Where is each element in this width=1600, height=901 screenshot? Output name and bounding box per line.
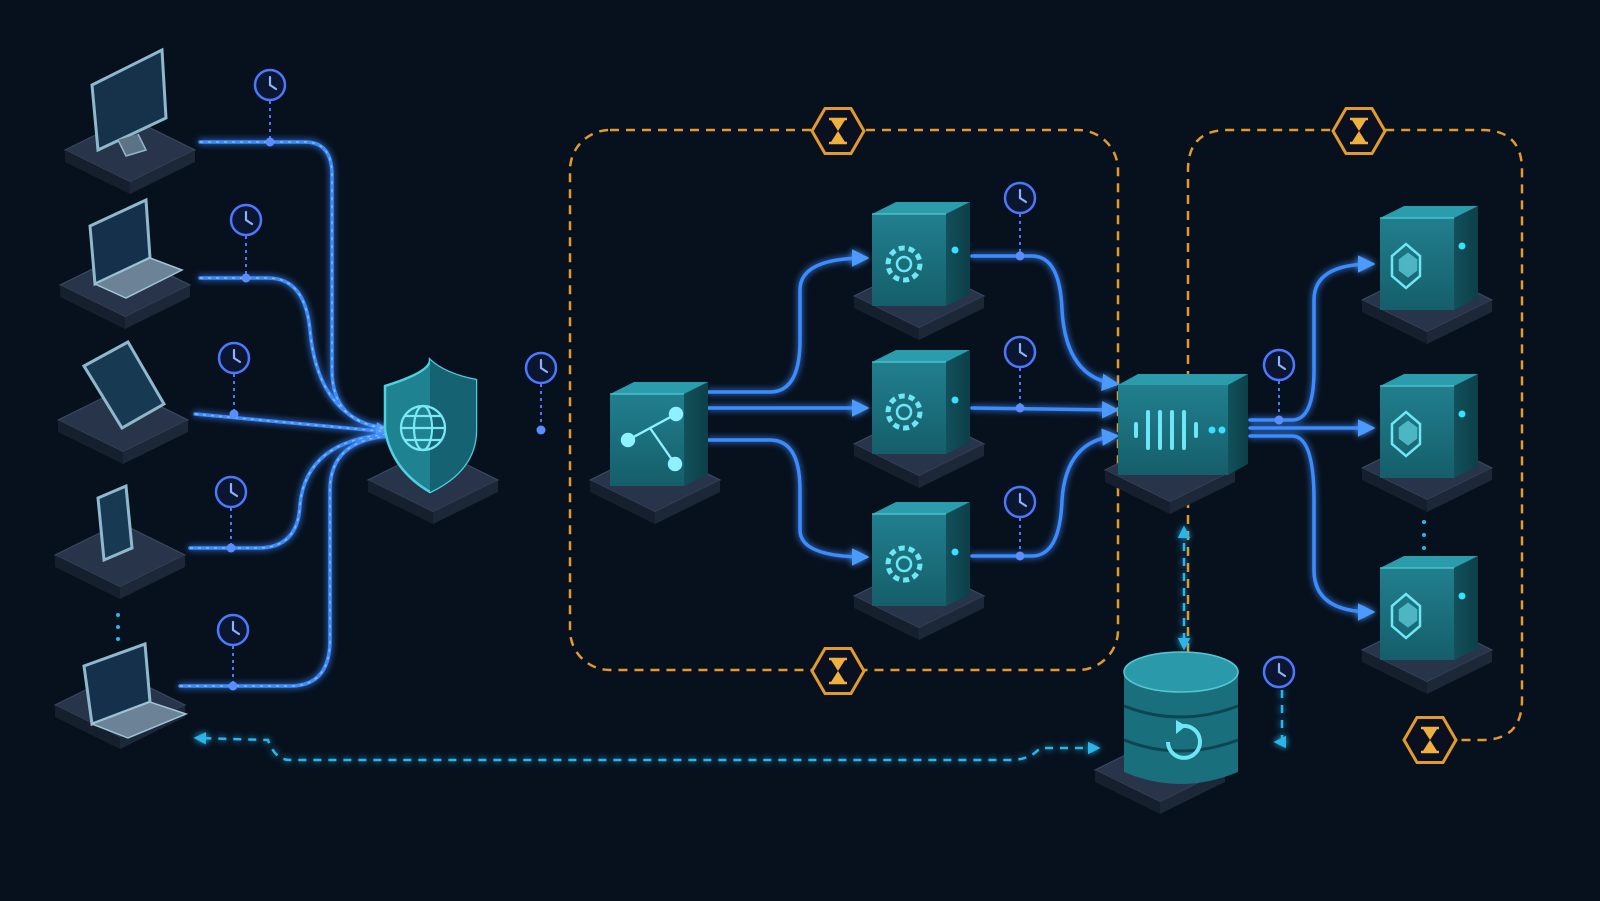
message-queue-icon — [1134, 410, 1198, 450]
load-balancer[interactable] — [589, 381, 721, 525]
gear-icon — [885, 245, 923, 283]
shield-globe-icon — [399, 404, 447, 452]
clock-icon — [1003, 335, 1037, 413]
timeout-zone-workers — [1186, 128, 1524, 742]
more-workers-indicator — [1422, 520, 1426, 550]
database-sync-icon — [1166, 720, 1202, 760]
clock-icon — [1003, 181, 1037, 261]
worker-2[interactable] — [1361, 373, 1493, 513]
clock-icon — [1262, 655, 1296, 689]
flow-laptop-to-gateway — [198, 276, 392, 432]
clock-icon — [229, 203, 263, 283]
smartphone-icon — [96, 483, 134, 563]
tablet-icon — [81, 339, 167, 431]
service-2[interactable] — [853, 349, 985, 489]
clock-icon — [1262, 348, 1296, 425]
flow-laptop2-to-gateway — [178, 434, 392, 688]
hourglass-icon — [810, 107, 866, 155]
database[interactable] — [1094, 651, 1239, 815]
service-1[interactable] — [853, 201, 985, 341]
flow-balancer-to-service-3 — [706, 438, 870, 566]
client-laptop[interactable] — [59, 197, 191, 330]
flow-queue-to-worker-3 — [1248, 434, 1376, 621]
sync-worker-to-database — [1273, 690, 1286, 749]
flow-service-3-to-queue — [970, 428, 1120, 558]
service-3[interactable] — [853, 501, 985, 641]
clock-icon — [214, 475, 248, 553]
sync-database-to-client — [193, 732, 1101, 762]
worker-1[interactable] — [1361, 205, 1493, 345]
clock-icon — [1003, 485, 1037, 561]
balancer-flows — [706, 249, 870, 566]
hourglass-icon — [810, 647, 866, 695]
flow-service-2-to-queue — [970, 401, 1120, 419]
cube-icon — [1390, 592, 1422, 640]
flow-balancer-to-service-1 — [706, 249, 870, 394]
api-gateway[interactable] — [367, 357, 499, 525]
hourglass-icon — [1331, 107, 1387, 155]
service-flows — [970, 254, 1120, 558]
client-laptop-2[interactable] — [54, 641, 189, 750]
cube-icon — [1390, 242, 1422, 290]
desktop-monitor-icon — [90, 47, 168, 153]
client-flow-cores — [180, 141, 391, 687]
flow-queue-to-worker-1 — [1248, 255, 1376, 422]
hourglass-icon — [1402, 716, 1458, 764]
sync-flows — [193, 525, 1286, 762]
client-flows — [178, 140, 394, 688]
cube-icon — [1390, 410, 1422, 458]
clock-icon — [253, 68, 287, 147]
message-queue[interactable] — [1104, 374, 1248, 515]
latency-markers — [214, 68, 1296, 691]
flow-desktop-to-gateway — [198, 140, 392, 430]
queue-flows — [1248, 255, 1376, 621]
clock-icon — [524, 351, 558, 435]
timeout-markers — [810, 107, 1458, 764]
more-clients-indicator — [116, 613, 120, 641]
gear-icon — [885, 393, 923, 431]
client-tablet[interactable] — [57, 339, 189, 465]
gear-icon — [885, 545, 923, 583]
client-desktop[interactable] — [64, 47, 196, 195]
flow-service-1-to-queue — [970, 254, 1120, 392]
share-nodes-icon — [620, 406, 684, 472]
clock-icon — [216, 613, 250, 691]
clock-icon — [217, 341, 251, 419]
client-smartphone[interactable] — [54, 483, 186, 600]
worker-3[interactable] — [1361, 555, 1493, 695]
